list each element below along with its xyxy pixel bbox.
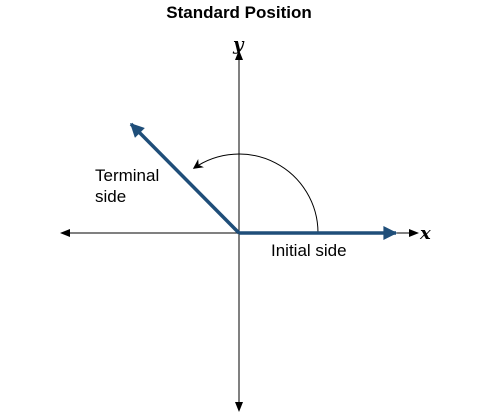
terminal-side-ray: [129, 122, 241, 235]
x-axis-label: x: [419, 223, 431, 244]
terminal-side-label: Terminal side: [95, 166, 164, 206]
angle-arc: [192, 153, 319, 234]
initial-side-label: Initial side: [271, 241, 347, 260]
terminal-side-label-line1: Terminal: [95, 166, 159, 185]
y-axis-label: y: [232, 34, 245, 55]
diagram-title: Standard Position: [166, 3, 311, 22]
terminal-side-label-line2: side: [95, 187, 126, 206]
